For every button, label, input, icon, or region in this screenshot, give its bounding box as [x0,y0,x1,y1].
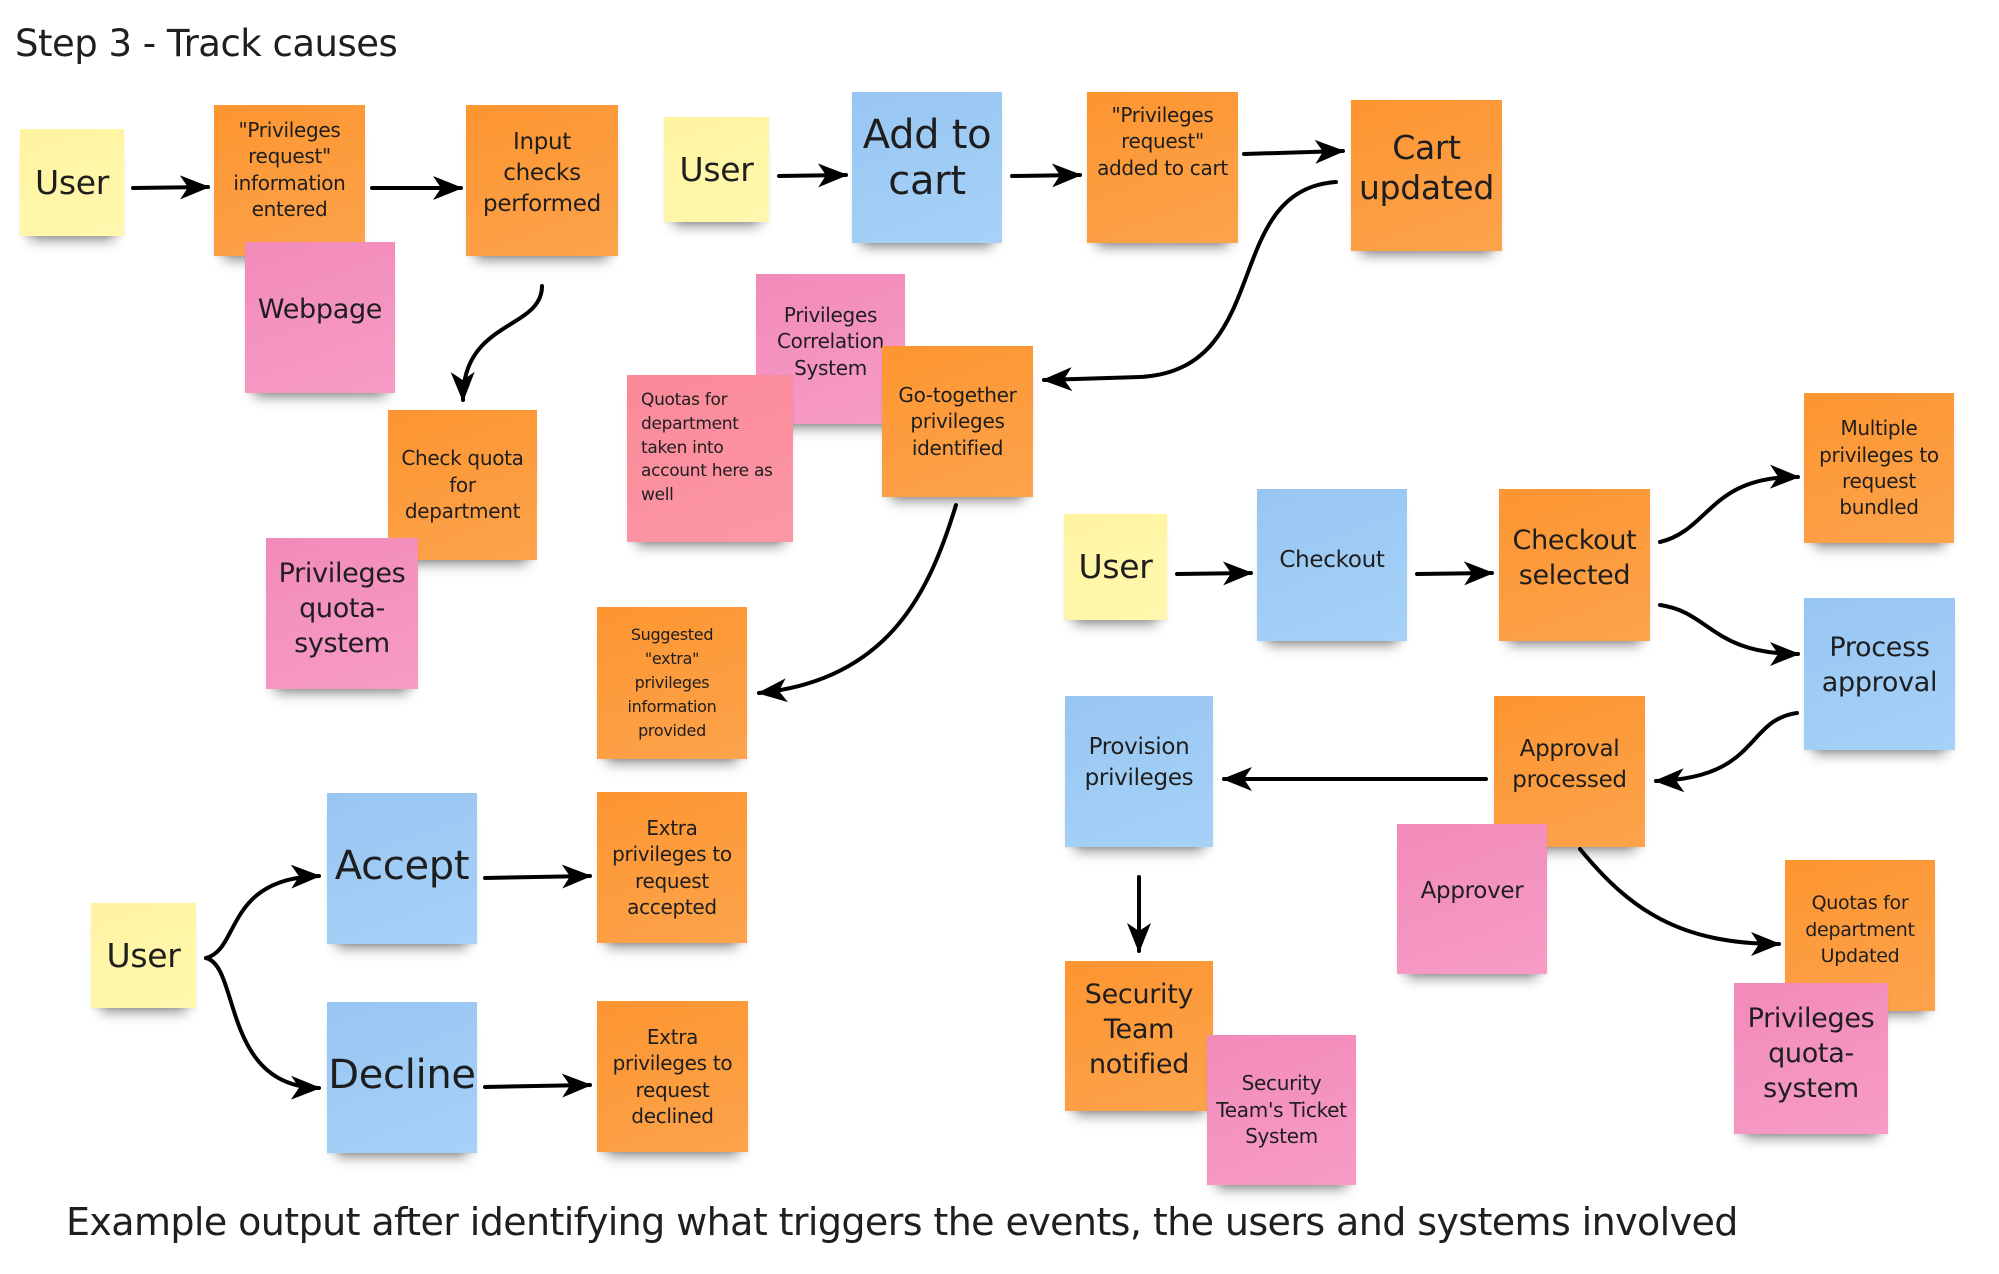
sticky-text: User [34,162,110,202]
sticky-checkout-selected[interactable]: Checkout selected [1499,489,1650,641]
arrow-checkout-selected-to-multiple-bundled[interactable] [1658,464,1800,544]
sticky-text: Checkout [1279,547,1385,573]
arrow-accept-to-extra-accepted[interactable] [483,864,592,889]
arrow-input-checks-to-check-quota[interactable] [450,284,544,402]
arrow-process-approval-to-approval-processed[interactable] [1654,711,1799,793]
sticky-cart-updated[interactable]: Cart updated [1351,100,1502,251]
sticky-text: Checkout selected [1512,525,1637,592]
arrow-user-to-add-to-cart[interactable] [777,163,848,188]
sticky-go-together-identified[interactable]: Go-together privileges identified [882,346,1033,497]
sticky-note-quotas-taken-into-account[interactable]: Quotas for department taken into account… [627,375,793,542]
sticky-text: Approver [1420,878,1524,904]
sticky-input-checks[interactable]: Input checks performed [466,105,618,256]
sticky-check-quota[interactable]: Check quota for department [388,410,537,560]
sticky-text: Webpage [257,294,383,325]
arrow-go-together-to-suggested-extra[interactable] [757,503,958,703]
sticky-text: Check quota for department [401,446,524,524]
sticky-extra-accepted[interactable]: Extra privileges to request accepted [597,792,747,943]
sticky-webpage[interactable]: Webpage [245,242,395,393]
sticky-text: User [1078,547,1153,587]
arrow-user-to-checkout[interactable] [1175,561,1253,586]
arrow-checkout-to-checkout-selected[interactable] [1415,561,1494,586]
sticky-decline[interactable]: Decline [327,1002,477,1153]
sticky-text: Decline [328,1052,476,1098]
sticky-text: Multiple privileges to request bundled [1819,416,1939,520]
sticky-text: User [679,149,754,189]
sticky-privileges-quota-system[interactable]: Privileges quota-system [266,538,418,689]
sticky-text: Provision privileges [1084,734,1194,792]
sticky-privileges-request-added[interactable]: "Privileges request" added to cart [1087,92,1238,243]
board-caption: Example output after identifying what tr… [66,1200,1738,1244]
sticky-text: Privileges Correlation System [777,303,884,380]
sticky-provision-privileges[interactable]: Provision privileges [1065,696,1213,847]
sticky-approver[interactable]: Approver [1397,824,1547,974]
sticky-text: Privileges quota-system [278,558,406,660]
sticky-text: Security Team notified [1084,979,1194,1081]
sticky-accept[interactable]: Accept [327,793,477,944]
sticky-text: "Privileges request" information entered [233,118,346,222]
sticky-user[interactable]: User [91,903,196,1008]
sticky-text: Input checks performed [483,129,601,218]
arrow-add-to-cart-to-request-added[interactable] [1010,163,1082,188]
arrow-request-added-to-cart-updated[interactable] [1242,139,1345,164]
sticky-privileges-request-entered[interactable]: "Privileges request" information entered [214,105,365,256]
sticky-user[interactable]: User [664,117,769,222]
sticky-security-team-notified[interactable]: Security Team notified [1065,961,1213,1111]
sticky-text: Suggested "extra" privileges information… [627,625,717,740]
arrow-decline-to-extra-declined[interactable] [483,1073,592,1098]
arrow-user-to-privileges-request-entered[interactable] [131,175,210,200]
sticky-text: Approval processed [1512,736,1627,794]
sticky-approval-processed[interactable]: Approval processed [1494,696,1645,847]
sticky-text: Process approval [1821,632,1938,699]
sticky-text: Privileges quota-system [1747,1003,1875,1105]
arrow-user-to-accept[interactable] [204,864,321,960]
sticky-text: "Privileges request" added to cart [1097,103,1228,180]
sticky-text: Quotas for department Updated [1805,892,1915,968]
sticky-text: Extra privileges to request accepted [612,815,732,919]
sticky-text: Cart updated [1358,128,1495,207]
arrow-cart-updated-to-go-together[interactable] [1042,180,1338,392]
sticky-text: Security Team's Ticket System [1216,1071,1347,1149]
sticky-text: Extra privileges to request declined [612,1024,733,1128]
arrow-user-to-decline[interactable] [204,956,321,1100]
sticky-extra-declined[interactable]: Extra privileges to request declined [597,1001,748,1152]
sticky-multiple-privileges-bundled[interactable]: Multiple privileges to request bundled [1804,393,1954,543]
sticky-text: Go-together privileges identified [898,382,1017,460]
sticky-security-ticket-system[interactable]: Security Team's Ticket System [1207,1035,1356,1185]
sticky-process-approval[interactable]: Process approval [1804,598,1955,750]
arrow-approval-processed-to-quotas-updated[interactable] [1578,847,1781,956]
sticky-suggested-extra[interactable]: Suggested "extra" privileges information… [597,607,747,759]
sticky-user[interactable]: User [1064,514,1167,620]
sticky-text: Add to cart [862,112,992,204]
board-title: Step 3 - Track causes [15,22,398,65]
sticky-user[interactable]: User [20,129,124,236]
sticky-text: Accept [334,843,470,889]
sticky-text: User [106,935,181,975]
sticky-privileges-quota-system[interactable]: Privileges quota-system [1734,983,1888,1134]
sticky-text: Quotas for department taken into account… [641,390,773,506]
sticky-add-to-cart[interactable]: Add to cart [852,92,1002,243]
sticky-checkout[interactable]: Checkout [1257,489,1407,641]
arrow-checkout-selected-to-process-approval[interactable] [1658,603,1800,666]
